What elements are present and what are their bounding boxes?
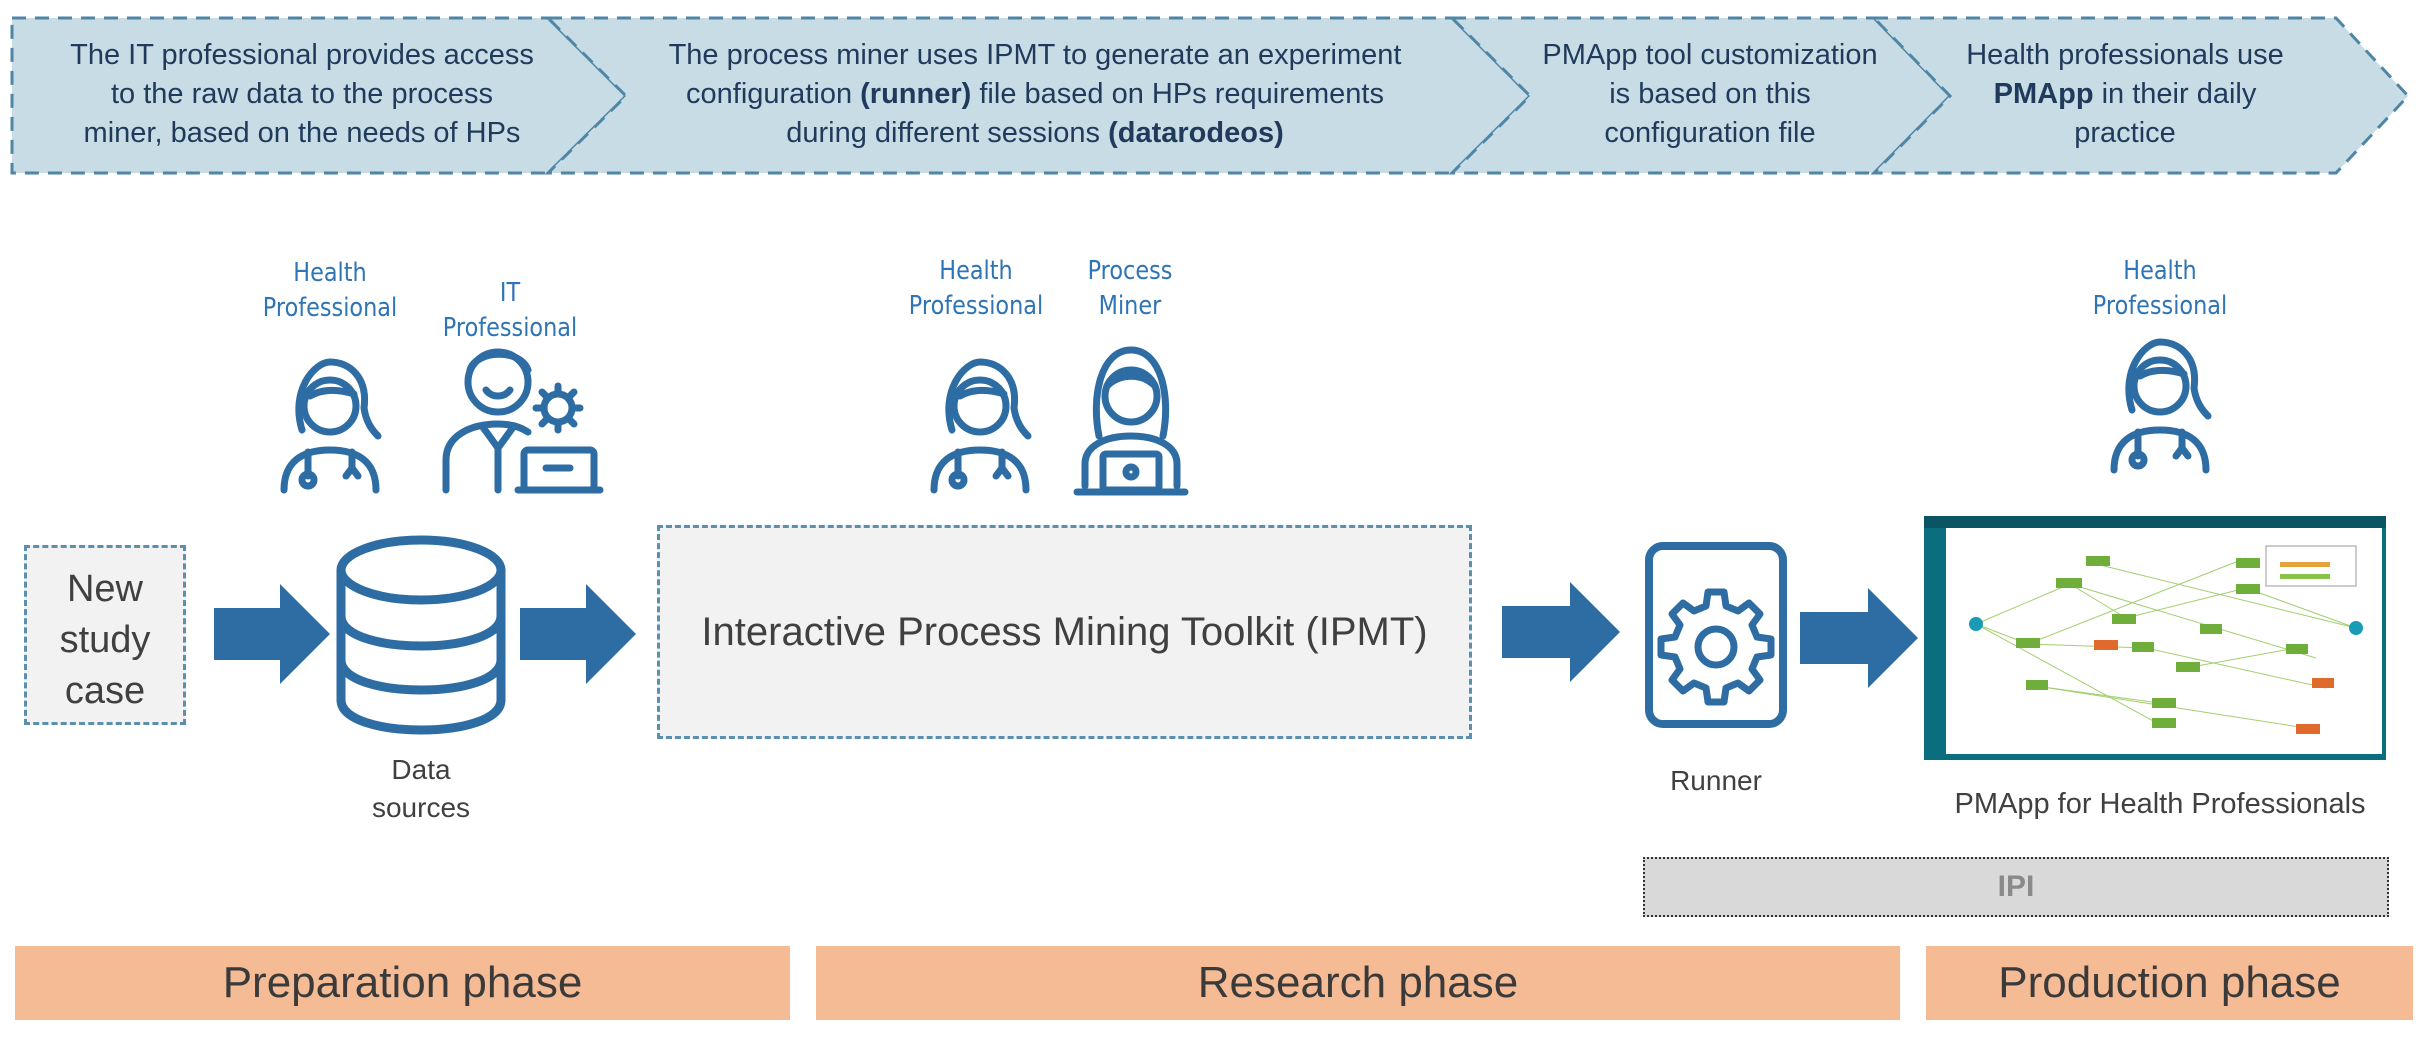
step-emphasis: (datarodeos) xyxy=(1108,117,1284,149)
ipmt-label: Interactive Process Mining Toolkit (IPMT… xyxy=(701,610,1428,654)
role-line: Miner xyxy=(1098,291,1162,321)
it-professional-icon xyxy=(442,348,604,494)
step-line: miner, based on the needs of HPs xyxy=(22,114,582,153)
preparation-phase-bar: Preparation phase xyxy=(15,946,790,1020)
step-1-text: The IT professional provides access to th… xyxy=(22,36,582,153)
pmapp-label: PMApp for Health Professionals xyxy=(1954,788,2366,820)
step-line: practice xyxy=(1930,114,2320,153)
process-miner-icon xyxy=(1073,346,1189,496)
arrow-right-icon xyxy=(1502,582,1620,682)
step-run: during different sessions xyxy=(786,117,1109,149)
step-line: Health professionals use xyxy=(1930,36,2320,75)
node-line: study xyxy=(59,619,151,661)
step-run: is based on this xyxy=(1609,78,1811,110)
node-line: sources xyxy=(371,792,471,823)
role-label-health-professional: Health Professional xyxy=(253,256,408,326)
step-emphasis: PMApp xyxy=(1993,78,2094,110)
step-line: during different sessions (datarodeos) xyxy=(620,114,1450,153)
role-line: IT Professional xyxy=(442,278,578,343)
step-run: Health professionals use xyxy=(1966,39,2284,71)
step-emphasis: (runner) xyxy=(860,78,972,110)
role-line: Professional xyxy=(908,291,1044,321)
role-line: Professional xyxy=(2092,291,2228,321)
new-study-case-box: New study case xyxy=(24,545,186,725)
role-label-health-professional: Health Professional xyxy=(899,254,1054,324)
step-run: file based on HPs requirements xyxy=(971,78,1384,110)
step-line: PMApp in their daily xyxy=(1930,75,2320,114)
step-run: miner, based on the needs of HPs xyxy=(83,117,521,149)
ipi-box: IPI xyxy=(1643,857,2389,917)
role-label-health-professional: Health Professional xyxy=(2083,254,2238,324)
step-run: PMApp tool customization xyxy=(1542,39,1878,71)
data-sources-label: Data sources xyxy=(340,751,502,827)
step-run: in their daily xyxy=(2093,78,2257,110)
screenshot-titlebar xyxy=(1924,516,2386,528)
screenshot-canvas xyxy=(1946,528,2382,754)
production-phase-bar: Production phase xyxy=(1926,946,2413,1020)
step-line: configuration file xyxy=(1520,114,1900,153)
database-icon xyxy=(336,535,506,735)
arrow-right-icon xyxy=(1800,588,1918,688)
runner-label: Runner xyxy=(1670,765,1762,796)
node-line: New xyxy=(66,568,144,610)
arrow-right-icon xyxy=(520,584,636,684)
role-label-process-miner: Process Miner xyxy=(1053,254,1208,324)
step-run: The IT professional provides access xyxy=(70,39,534,71)
step-run: configuration xyxy=(686,78,861,110)
step-2-text: The process miner uses IPMT to generate … xyxy=(620,36,1450,153)
step-chevrons xyxy=(10,16,2411,175)
health-professional-icon xyxy=(930,358,1032,494)
pmapp-screenshot xyxy=(1924,516,2386,760)
step-line: The process miner uses IPMT to generate … xyxy=(620,36,1450,75)
role-line: Health xyxy=(939,256,1013,286)
role-line: Health xyxy=(2123,256,2197,286)
step-run: to the raw data to the process xyxy=(110,78,494,110)
ipmt-box: Interactive Process Mining Toolkit (IPMT… xyxy=(657,525,1472,739)
flow-arrows xyxy=(214,582,1918,688)
node-line: Data xyxy=(391,754,451,785)
role-label-it-professional: IT Professional xyxy=(433,276,588,346)
screenshot-sidebar xyxy=(1924,528,1946,760)
step-line: PMApp tool customization xyxy=(1520,36,1900,75)
arrow-right-icon xyxy=(214,584,330,684)
step-3-text: PMApp tool customization is based on this… xyxy=(1520,36,1900,153)
step-line: The IT professional provides access xyxy=(22,36,582,75)
chevron-step-4 xyxy=(1870,16,2411,175)
step-run: practice xyxy=(2074,117,2176,149)
role-line: Process xyxy=(1087,256,1173,286)
role-line: Professional xyxy=(262,293,398,323)
step-run: The process miner uses IPMT to generate … xyxy=(668,39,1402,71)
research-phase-bar: Research phase xyxy=(816,946,1900,1020)
step-run: configuration file xyxy=(1604,117,1816,149)
step-line: is based on this xyxy=(1520,75,1900,114)
node-line: case xyxy=(64,670,146,712)
step-line: to the raw data to the process xyxy=(22,75,582,114)
process-map-graphic xyxy=(1969,545,2363,734)
step-line: configuration (runner) file based on HPs… xyxy=(620,75,1450,114)
health-professional-icon xyxy=(280,358,382,494)
health-professional-icon xyxy=(2110,338,2212,474)
gear-icon xyxy=(1645,542,1787,728)
role-line: Health xyxy=(293,258,367,288)
